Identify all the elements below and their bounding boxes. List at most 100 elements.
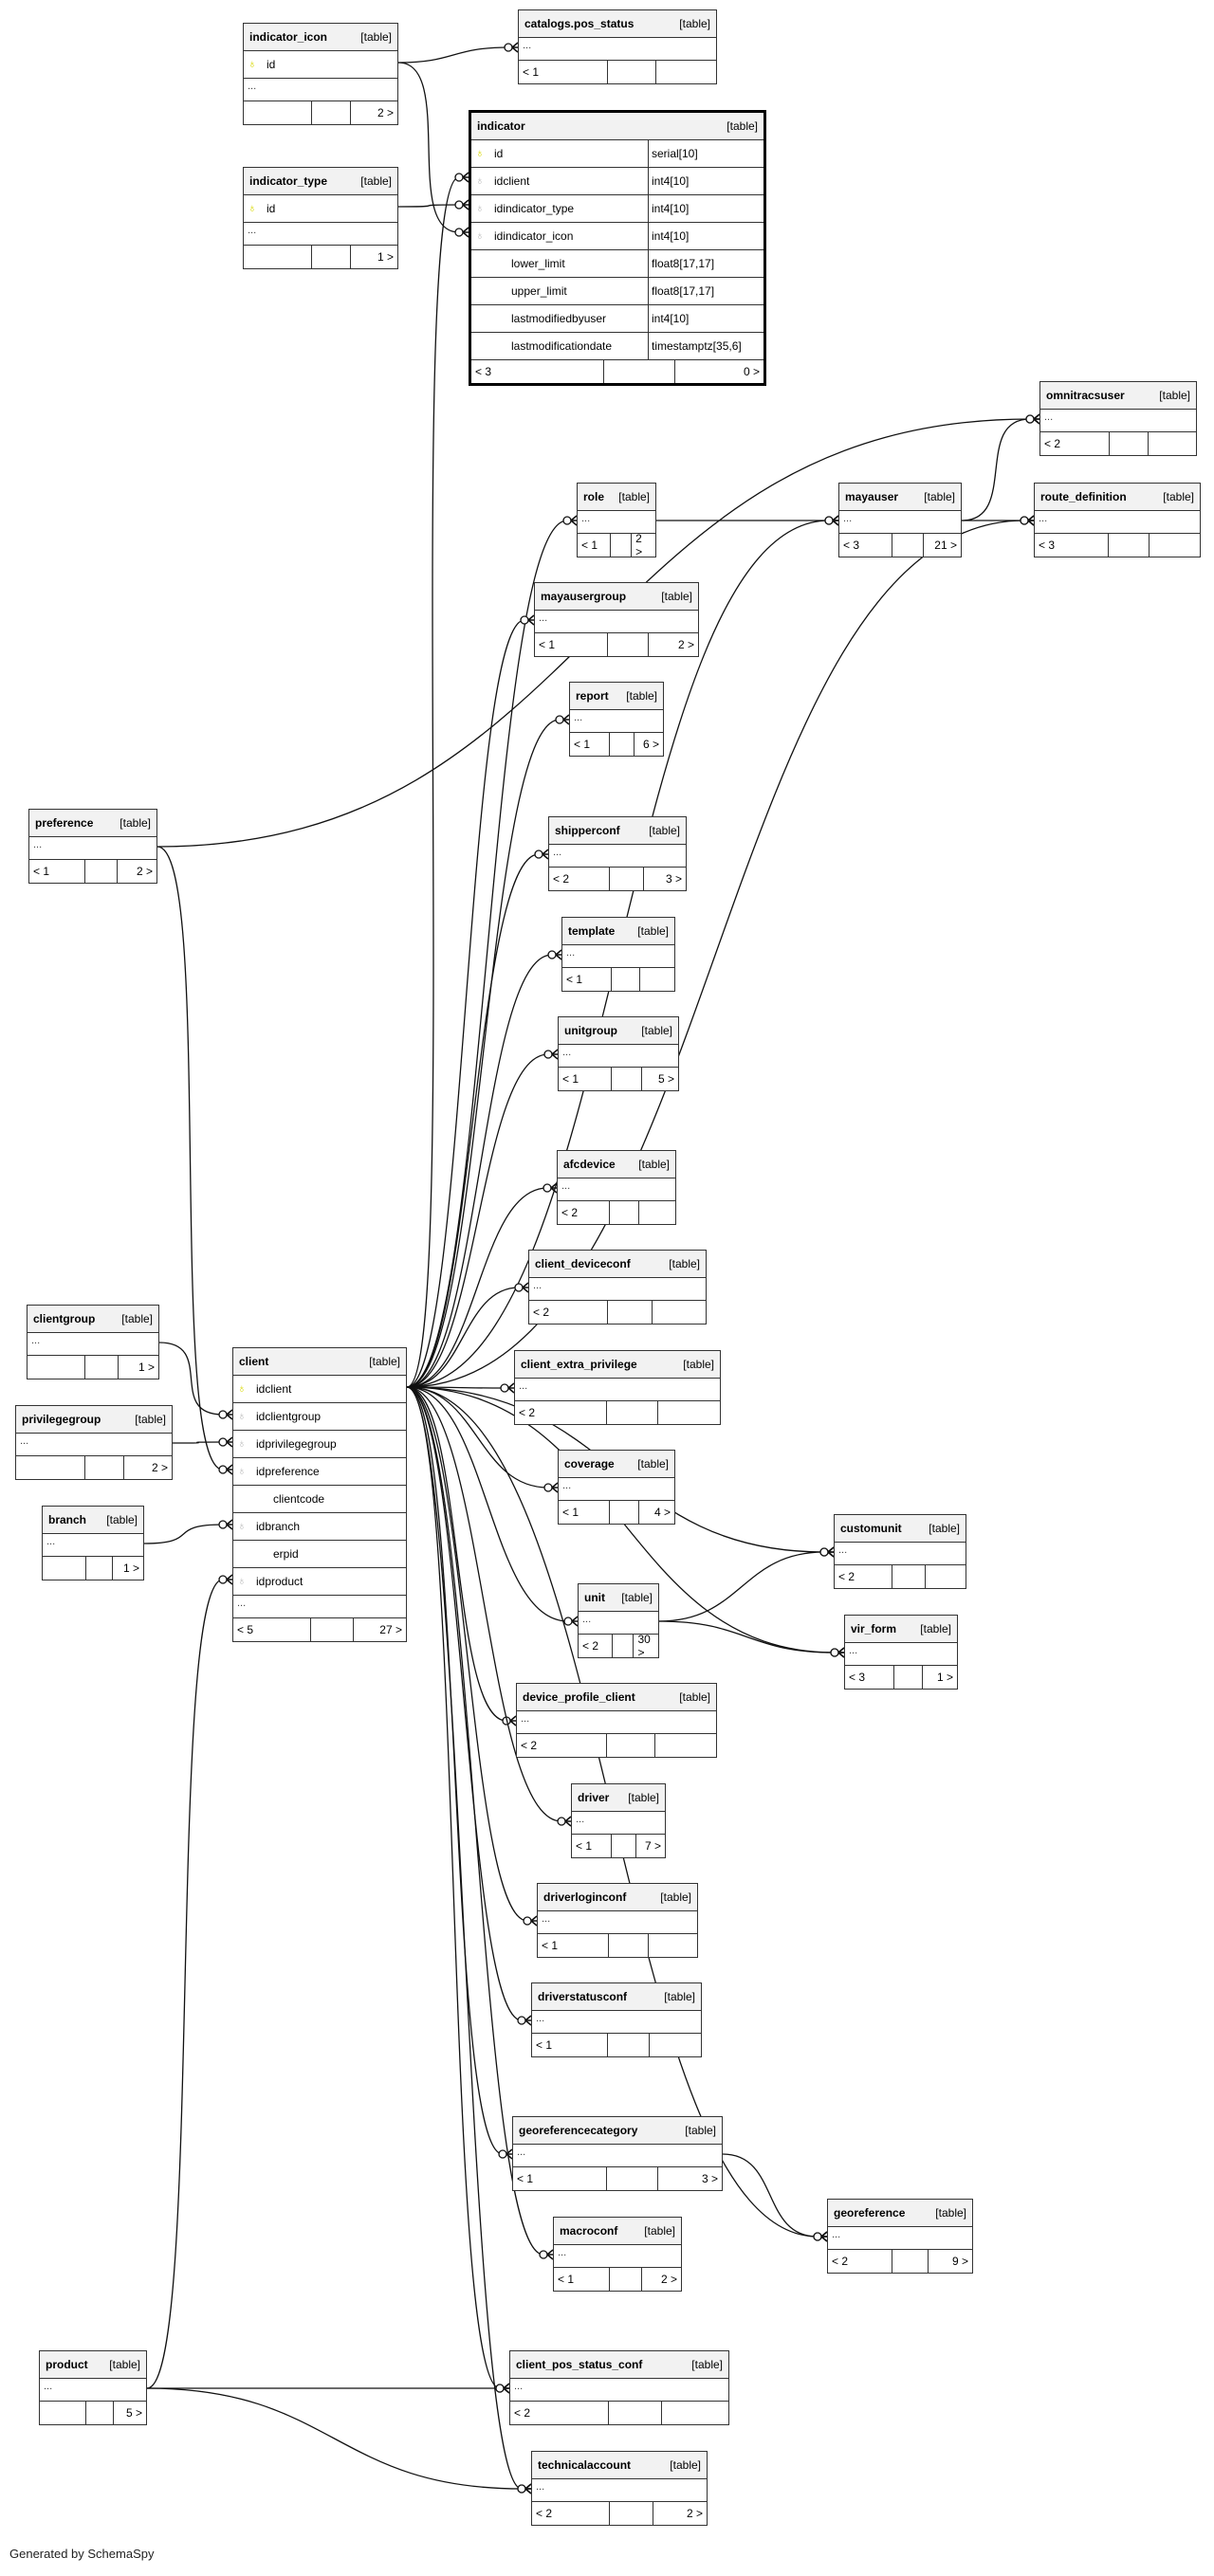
child-count[interactable]: [655, 1734, 716, 1757]
table-indicator-type[interactable]: indicator_type[table]♀id...1 >: [243, 167, 398, 269]
parent-count[interactable]: < 2: [549, 868, 610, 890]
parent-count[interactable]: < 1: [532, 2034, 608, 2056]
table-header[interactable]: privilegegroup[table]: [16, 1406, 172, 1434]
table-device-profile-client[interactable]: device_profile_client[table]...< 2: [516, 1683, 717, 1758]
table-clientgroup[interactable]: clientgroup[table]...1 >: [27, 1305, 159, 1379]
table-name[interactable]: unit: [584, 1591, 605, 1604]
table-header[interactable]: client_extra_privilege[table]: [515, 1351, 720, 1379]
parent-count[interactable]: [43, 1557, 87, 1580]
table-header[interactable]: driver[table]: [572, 1784, 665, 1812]
table-afcdevice[interactable]: afcdevice[table]...< 2: [557, 1150, 676, 1225]
column-row[interactable]: ♀idclient: [233, 1376, 406, 1403]
table-name[interactable]: device_profile_client: [523, 1690, 635, 1704]
column-row[interactable]: ♀idprivilegegroup: [233, 1431, 406, 1458]
table-name[interactable]: technicalaccount: [538, 2458, 632, 2472]
table-catalogs-pos-status[interactable]: catalogs.pos_status[table]...< 1: [518, 9, 717, 84]
table-name[interactable]: indicator: [477, 119, 525, 133]
parent-count[interactable]: < 3: [1035, 534, 1109, 557]
child-count[interactable]: 2 >: [635, 532, 643, 558]
child-count[interactable]: 2 >: [677, 638, 694, 651]
column-name[interactable]: id: [267, 58, 276, 71]
table-header[interactable]: template[table]: [562, 918, 674, 945]
parent-count[interactable]: < 2: [510, 2402, 609, 2424]
child-count[interactable]: 1 >: [377, 250, 394, 264]
table-header[interactable]: mayausergroup[table]: [535, 583, 698, 611]
child-count[interactable]: 2 >: [686, 2507, 703, 2520]
table-route-definition[interactable]: route_definition[table]...< 3: [1034, 483, 1201, 557]
table-client-extra-privilege[interactable]: client_extra_privilege[table]...< 2: [514, 1350, 721, 1425]
table-name[interactable]: shipperconf: [555, 824, 620, 837]
table-product[interactable]: product[table]...5 >: [39, 2350, 147, 2425]
child-count[interactable]: [640, 968, 674, 991]
table-name[interactable]: client_deviceconf: [535, 1257, 631, 1270]
table-name[interactable]: driverloginconf: [543, 1891, 627, 1904]
parent-count[interactable]: [244, 101, 313, 124]
column-name[interactable]: id: [267, 202, 276, 215]
column-row[interactable]: ♀id: [244, 195, 397, 223]
parent-count[interactable]: [40, 2402, 86, 2424]
parent-count[interactable]: < 1: [562, 968, 612, 991]
column-name[interactable]: idclientgroup: [256, 1410, 322, 1423]
table-customunit[interactable]: customunit[table]...< 2: [834, 1514, 966, 1589]
table-name[interactable]: mayauser: [845, 490, 899, 503]
table-name[interactable]: macroconf: [560, 2224, 618, 2238]
child-count[interactable]: [1149, 432, 1196, 455]
table-header[interactable]: macroconf[table]: [554, 2218, 681, 2245]
table-name[interactable]: product: [46, 2358, 88, 2371]
column-name[interactable]: idindicator_type: [494, 202, 575, 215]
table-name[interactable]: unitgroup: [564, 1024, 617, 1037]
column-row[interactable]: ♀idbranch: [233, 1513, 406, 1541]
parent-count[interactable]: < 1: [513, 2167, 608, 2190]
parent-count[interactable]: < 2: [532, 2502, 611, 2525]
table-header[interactable]: branch[table]: [43, 1507, 143, 1534]
table-name[interactable]: indicator_type: [249, 174, 328, 188]
child-count[interactable]: 5 >: [657, 1072, 674, 1086]
table-name[interactable]: clientgroup: [33, 1312, 96, 1325]
table-name[interactable]: client: [239, 1355, 269, 1368]
column-row[interactable]: ♀idproduct: [233, 1568, 406, 1596]
parent-count[interactable]: [16, 1456, 86, 1479]
child-count[interactable]: 7 >: [644, 1839, 661, 1853]
child-count[interactable]: [662, 2402, 728, 2424]
column-name[interactable]: lower_limit: [511, 257, 565, 270]
parent-count[interactable]: < 3: [845, 1666, 894, 1689]
table-header[interactable]: preference[table]: [29, 810, 156, 837]
table-name[interactable]: georeference: [834, 2206, 906, 2220]
table-name[interactable]: vir_form: [851, 1622, 897, 1635]
table-header[interactable]: unitgroup[table]: [559, 1017, 678, 1045]
column-row[interactable]: erpid: [233, 1541, 406, 1568]
parent-count[interactable]: [28, 1356, 86, 1379]
table-name[interactable]: template: [568, 924, 616, 938]
parent-count[interactable]: < 2: [828, 2250, 892, 2273]
table-name[interactable]: driverstatusconf: [538, 1990, 628, 2003]
child-count[interactable]: 9 >: [951, 2255, 968, 2268]
column-name[interactable]: upper_limit: [511, 284, 567, 298]
child-count[interactable]: 2 >: [136, 865, 153, 878]
table-header[interactable]: afcdevice[table]: [558, 1151, 675, 1178]
table-name[interactable]: afcdevice: [563, 1158, 616, 1171]
column-row[interactable]: ♀id: [244, 51, 397, 79]
table-header[interactable]: mayauser[table]: [839, 484, 961, 511]
column-row[interactable]: clientcode: [233, 1486, 406, 1513]
table-name[interactable]: driver: [578, 1791, 610, 1804]
column-name[interactable]: lastmodifiedbyuser: [511, 312, 607, 325]
child-count[interactable]: 5 >: [125, 2406, 142, 2420]
table-header[interactable]: client_deviceconf[table]: [529, 1251, 706, 1278]
table-omnitracsuser[interactable]: omnitracsuser[table]...< 2: [1039, 381, 1197, 456]
child-count[interactable]: 4 >: [653, 1506, 671, 1519]
parent-count[interactable]: < 1: [29, 860, 86, 883]
child-count[interactable]: [653, 1301, 706, 1324]
table-name[interactable]: client_pos_status_conf: [516, 2358, 643, 2371]
